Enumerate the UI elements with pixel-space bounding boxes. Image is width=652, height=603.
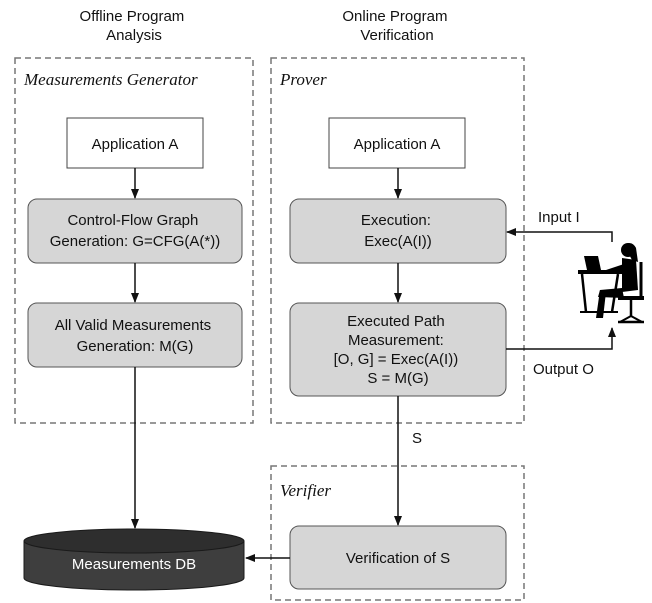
- box-valid-measurements-label: All Valid Measurements Generation: M(G): [55, 317, 216, 355]
- measurements-db: Measurements DB: [23, 528, 245, 591]
- box-cfg-generation: [27, 198, 243, 264]
- label-s: S: [412, 430, 422, 447]
- arrows: [131, 168, 616, 562]
- header-offline: Offline Program Analysis: [80, 8, 189, 44]
- box-executed-path-label: Executed Path Measurement: [O, G] = Exec…: [334, 313, 463, 387]
- box-verification-label: Verification of S: [346, 550, 450, 567]
- header-online: Online Program Verification: [342, 8, 451, 44]
- box-application-left: [66, 117, 204, 169]
- group-measurements-generator: [14, 57, 254, 424]
- box-application-right: [328, 117, 466, 169]
- group-title-prover: Prover: [279, 70, 327, 89]
- box-valid-measurements: [27, 302, 243, 368]
- box-cfg-generation-label: Control-Flow Graph Generation: G=CFG(A(*…: [50, 212, 220, 250]
- box-execution-label: Execution: Exec(A(I)): [361, 212, 435, 250]
- group-verifier: [270, 465, 525, 601]
- box-application-left-label: Application A: [92, 136, 179, 153]
- person-at-desk-icon: [578, 243, 644, 324]
- group-title-generator: Measurements Generator: [23, 70, 198, 89]
- box-execution: [289, 198, 507, 264]
- group-title-verifier: Verifier: [280, 481, 331, 500]
- label-input: Input I: [538, 209, 580, 226]
- measurements-db-label: Measurements DB: [72, 556, 196, 573]
- label-output: Output O: [533, 361, 594, 378]
- box-application-right-label: Application A: [354, 136, 441, 153]
